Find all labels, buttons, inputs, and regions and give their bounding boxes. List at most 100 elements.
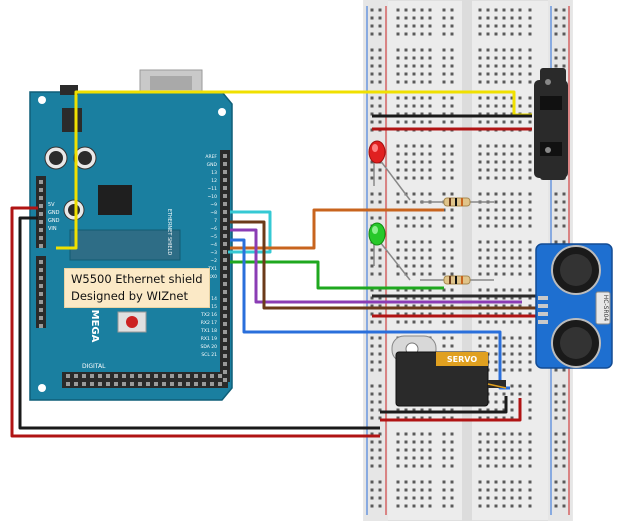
breadboard-hole (528, 168, 532, 172)
breadboard-hole (494, 240, 498, 244)
breadboard-hole (486, 416, 490, 420)
breadboard-hole (502, 400, 506, 404)
breadboard-hole (486, 504, 490, 508)
breadboard-hole (378, 80, 382, 84)
resistor-1 (420, 197, 494, 207)
breadboard-hole (502, 504, 506, 508)
breadboard-hole (502, 336, 506, 340)
breadboard-hole (378, 64, 382, 68)
breadboard-hole (510, 24, 514, 28)
breadboard-hole (562, 240, 566, 244)
breadboard-hole (442, 224, 446, 228)
breadboard-hole (554, 432, 558, 436)
breadboard-hole (502, 464, 506, 468)
breadboard-hole (562, 48, 566, 52)
breadboard-hole (486, 264, 490, 268)
breadboard-hole (378, 120, 382, 124)
callout-line-2: Designed by WIZnet (71, 289, 189, 303)
header-pin (39, 316, 43, 320)
breadboard-hole (562, 16, 566, 20)
breadboard-hole (494, 216, 498, 220)
breadboard-hole (412, 248, 416, 252)
breadboard-hole (396, 464, 400, 468)
header-pin (39, 300, 43, 304)
breadboard-hole (528, 496, 532, 500)
breadboard-hole (510, 216, 514, 220)
breadboard-hole (370, 296, 374, 300)
breadboard-hole (494, 112, 498, 116)
breadboard-hole (378, 368, 382, 372)
breadboard-hole (486, 312, 490, 316)
breadboard-hole (420, 144, 424, 148)
header-pin (154, 374, 158, 378)
breadboard-hole (378, 304, 382, 308)
breadboard-hole (502, 200, 506, 204)
breadboard-hole (404, 24, 408, 28)
comm-pin-label: TX1 18 (200, 328, 217, 334)
breadboard-hole (412, 80, 416, 84)
breadboard-hole (528, 48, 532, 52)
breadboard-hole (396, 216, 400, 220)
breadboard-hole (370, 392, 374, 396)
breadboard-hole (396, 96, 400, 100)
breadboard-hole (442, 144, 446, 148)
breadboard-hole (412, 144, 416, 148)
breadboard-hole (428, 312, 432, 316)
breadboard-hole (478, 304, 482, 308)
breadboard-hole (502, 112, 506, 116)
breadboard-hole (420, 288, 424, 292)
breadboard-hole (510, 160, 514, 164)
breadboard-hole (502, 368, 506, 372)
breadboard-hole (478, 192, 482, 196)
breadboard-hole (378, 352, 382, 356)
breadboard-hole (404, 152, 408, 156)
breadboard-hole (428, 56, 432, 60)
header-pin (66, 382, 70, 386)
breadboard-hole (510, 432, 514, 436)
breadboard-hole (502, 392, 506, 396)
breadboard-hole (502, 496, 506, 500)
breadboard-hole (510, 304, 514, 308)
power-pin-label: VIN (48, 226, 57, 232)
breadboard-hole (502, 8, 506, 12)
breadboard-hole (518, 56, 522, 60)
breadboard-hole (450, 432, 454, 436)
breadboard-hole (442, 8, 446, 12)
breadboard-hole (502, 96, 506, 100)
breadboard-hole (518, 456, 522, 460)
header-pin (130, 382, 134, 386)
comm-pin-label: RX1 19 (201, 336, 217, 342)
breadboard-hole (428, 120, 432, 124)
breadboard-hole (478, 240, 482, 244)
breadboard-hole (370, 504, 374, 508)
breadboard-hole (562, 416, 566, 420)
breadboard-hole (528, 504, 532, 508)
breadboard-hole (494, 16, 498, 20)
breadboard-hole (478, 64, 482, 68)
breadboard-hole (378, 168, 382, 172)
breadboard-hole (420, 96, 424, 100)
breadboard-hole (396, 432, 400, 436)
breadboard-hole (562, 480, 566, 484)
header-pin (223, 202, 227, 206)
breadboard-hole (412, 296, 416, 300)
breadboard-hole (486, 80, 490, 84)
breadboard-hole (562, 368, 566, 372)
breadboard-hole (528, 56, 532, 60)
breadboard-hole (442, 120, 446, 124)
breadboard-hole (528, 336, 532, 340)
breadboard-hole (510, 264, 514, 268)
breadboard-hole (370, 256, 374, 260)
breadboard-hole (494, 456, 498, 460)
breadboard-hole (378, 8, 382, 12)
wire-red-power (10, 206, 380, 438)
breadboard-hole (478, 168, 482, 172)
breadboard-hole (412, 24, 416, 28)
breadboard-hole (486, 72, 490, 76)
breadboard-hole (502, 32, 506, 36)
breadboard-hole (528, 16, 532, 20)
header-pin (39, 324, 43, 328)
breadboard-hole (494, 160, 498, 164)
breadboard-hole (378, 496, 382, 500)
breadboard-hole (554, 504, 558, 508)
